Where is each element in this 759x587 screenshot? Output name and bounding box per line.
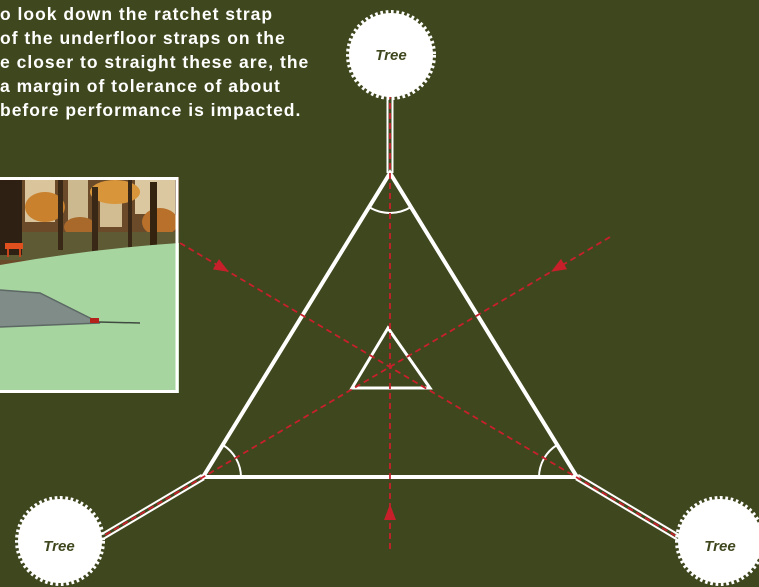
tree-bottom-right-label: Tree	[704, 538, 735, 555]
tree-top: Tree	[349, 13, 433, 97]
tree-top-label: Tree	[375, 47, 406, 64]
tree-bottom-left-label: Tree	[43, 538, 74, 555]
tree-bottom-left: Tree	[18, 499, 102, 583]
arrow-down-left-icon	[551, 259, 567, 272]
tree-bottom-right: Tree	[678, 499, 759, 583]
arrow-up-icon	[384, 504, 396, 520]
angle-arc-bottom-left	[223, 445, 241, 477]
inner-triangle	[352, 328, 430, 388]
angle-arc-bottom-right	[539, 445, 557, 477]
arrow-down-right-icon	[213, 259, 229, 272]
